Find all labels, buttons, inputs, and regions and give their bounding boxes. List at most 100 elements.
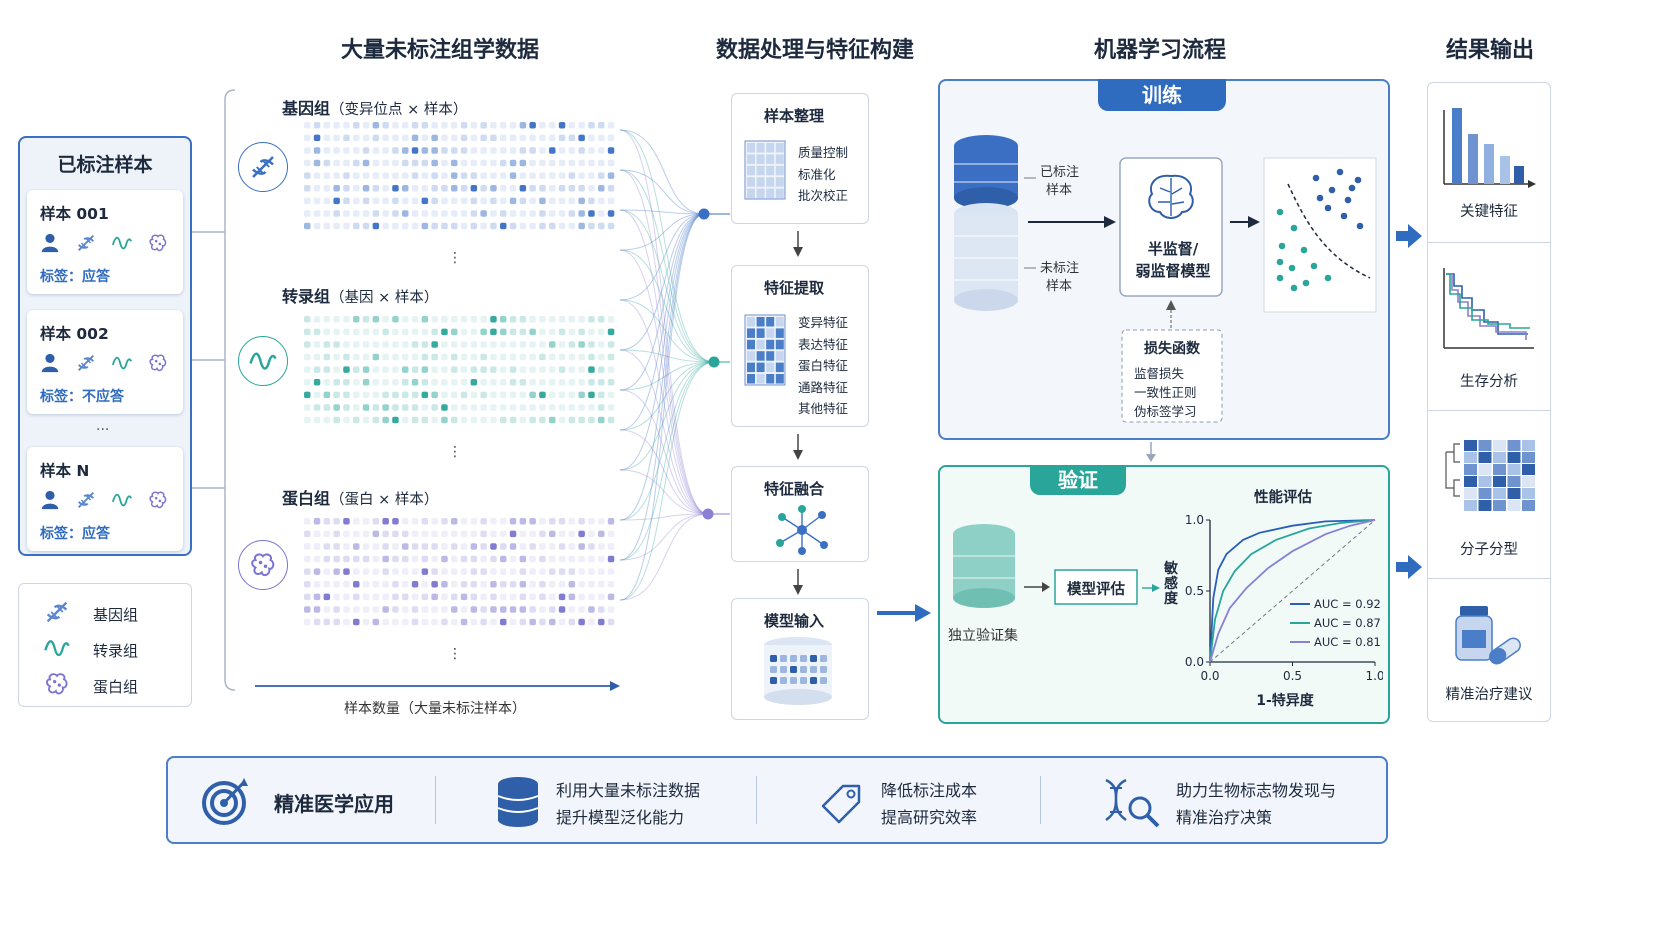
loss-item: 一致性正则: [1134, 385, 1197, 400]
omics-block-title: 转录组（基因 × 样本）: [282, 283, 438, 307]
footer-banner: [166, 756, 1388, 844]
arrow-train-to-validate: [1146, 442, 1156, 462]
sample-omics-icons: [39, 232, 169, 258]
step-arrow: [793, 434, 803, 460]
legend-label: 蛋白组: [93, 677, 139, 696]
footer-title: 精准医学应用: [274, 792, 394, 816]
wave-icon: [238, 336, 288, 386]
dna-icon: [43, 598, 71, 630]
footer-divider: [756, 776, 757, 824]
roc-curve: [1209, 519, 1376, 663]
network-icon: [776, 505, 828, 555]
labeled-panel-title: 已标注样本: [57, 154, 153, 176]
tag-icon: [821, 784, 861, 824]
output-label: 分子分型: [1460, 542, 1518, 558]
legend-item: 基因组: [43, 598, 138, 630]
processing-step-title: 特征提取: [763, 279, 824, 297]
roc-y-tick: 1.0: [1185, 513, 1204, 527]
loss-item: 监督损失: [1134, 366, 1185, 381]
roc-diagonal: [1209, 519, 1376, 663]
sample-label: 标签：应答: [40, 526, 110, 542]
training-header: 训练: [1098, 79, 1226, 111]
protein-icon: [147, 489, 169, 515]
training-diagram: [954, 135, 1377, 423]
dna-icon: [75, 232, 97, 258]
heatmap-icon: [1445, 440, 1535, 511]
footer-benefit: 降低标注成本提高研究效率: [881, 777, 977, 831]
unlabeled-samples-label: 未标注样本: [1040, 261, 1080, 294]
processing-step-items: 质量控制标准化批次校正: [798, 142, 848, 207]
footer-benefit-line2: 提升模型泛化能力: [556, 808, 685, 827]
footer-benefit-line2: 提高研究效率: [881, 808, 978, 827]
sample-name: 样本 002: [40, 325, 109, 343]
legend-item: 转录组: [43, 634, 138, 666]
wave-icon: [111, 352, 133, 378]
legend-label: 转录组: [93, 641, 139, 660]
omics-block-title: 蛋白组（蛋白 × 样本）: [282, 485, 438, 509]
outputs-panel: [1427, 82, 1551, 722]
processing-step: 特征提取变异特征表达特征蛋白特征通路特征其他特征: [731, 265, 869, 427]
roc-curve: [1209, 519, 1376, 663]
bracket-connector: [192, 89, 236, 691]
omics-matrix: [304, 316, 615, 424]
roc-title: 性能评估: [1254, 490, 1312, 506]
wave-icon: [111, 489, 133, 515]
processing-step-title: 样本整理: [763, 107, 824, 125]
target-icon: [202, 778, 248, 825]
dna-icon: [75, 489, 97, 515]
labeled-database-icon: [954, 135, 1018, 209]
output-divider: [1427, 410, 1551, 411]
roc-x-tick: 0.5: [1283, 669, 1302, 683]
protein-icon: [238, 540, 288, 590]
roc-curve: [1209, 519, 1376, 663]
sample-card: 样本 N 标签：应答: [27, 447, 183, 551]
processing-item: 蛋白特征: [798, 358, 849, 373]
dna-icon: [75, 352, 97, 378]
roc-y-tick: 0.0: [1185, 655, 1204, 669]
output-divider: [1427, 578, 1551, 579]
processing-item: 表达特征: [798, 336, 849, 352]
omics-matrix: [304, 518, 615, 626]
labeled-samples-label: 已标注样本: [1040, 165, 1080, 198]
processing-step-title: 特征融合: [763, 480, 824, 498]
footer-benefit-line1: 利用大量未标注数据: [556, 781, 701, 800]
roc-ylabel: 敏感度: [1164, 561, 1178, 607]
processing-item: 批次校正: [798, 188, 849, 203]
footer-divider: [1040, 776, 1041, 824]
sample-count-label: 样本数量（大量未标注样本）: [344, 701, 526, 717]
roc-x-tick: 0.0: [1200, 669, 1219, 683]
validation-flow: [953, 524, 1138, 608]
sample-label: 标签：不应答: [40, 389, 124, 405]
unlabeled-database-icon: [954, 203, 1018, 311]
footer-benefit: 助力生物标志物发现与精准治疗决策: [1176, 777, 1336, 831]
column-title-output: 结果输出: [1445, 38, 1534, 63]
dna-search-icon: [1105, 778, 1160, 828]
loss-item: 伪标签学习: [1134, 404, 1197, 419]
sample-name: 样本 N: [40, 462, 90, 480]
processing-item: 其他特征: [798, 401, 849, 416]
protein-icon: [147, 232, 169, 258]
output-divider: [1427, 242, 1551, 243]
output-label: 精准治疗建议: [1445, 687, 1533, 703]
roc-y-tick: 0.5: [1185, 584, 1204, 598]
omics-subtitle: （变异位点 × 样本）: [330, 102, 468, 118]
processing-step-title: 模型输入: [763, 612, 824, 630]
omics-title: 转录组: [282, 287, 331, 306]
omics-subtitle: （蛋白 × 样本）: [330, 492, 439, 508]
sample-card: 样本 002 标签：不应答: [27, 310, 183, 414]
person-icon: [39, 232, 61, 258]
column-title-unlabeled: 大量未标注组学数据: [340, 38, 539, 63]
processing-step: 样本整理质量控制标准化批次校正: [731, 93, 869, 224]
validation-database-icon: [953, 524, 1015, 608]
brain-icon: [1148, 174, 1194, 219]
vertical-ellipsis: ⋮: [448, 444, 462, 460]
roc-legend-label: AUC = 0.87: [1314, 616, 1381, 630]
arrow-to-outputs-bottom: [1396, 555, 1422, 579]
wave-icon: [111, 232, 133, 258]
footer-benefit-line1: 降低标注成本: [881, 781, 978, 800]
vertical-ellipsis: ⋮: [448, 250, 462, 266]
protein-icon: [43, 670, 71, 702]
column-title-ml: 机器学习流程: [1093, 38, 1226, 63]
footer-benefit-line1: 助力生物标志物发现与: [1176, 781, 1337, 800]
survival-curve-icon: [1443, 268, 1534, 349]
